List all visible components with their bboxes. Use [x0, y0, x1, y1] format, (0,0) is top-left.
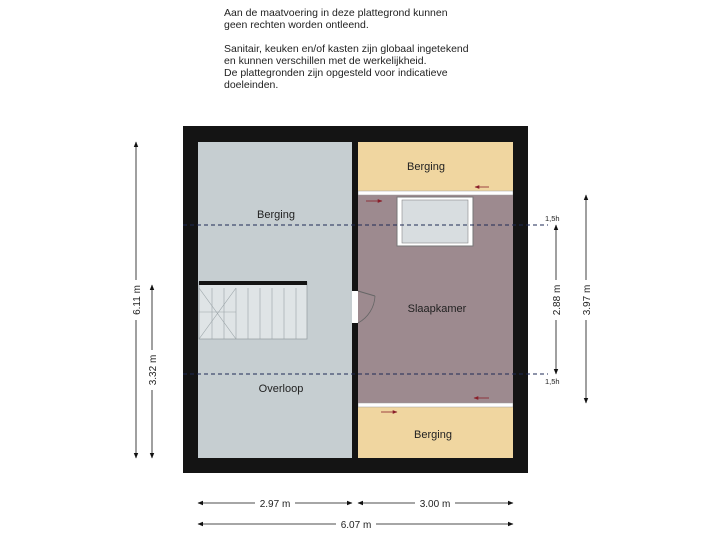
dimension-bedroom-height: 2.88 m — [550, 224, 563, 375]
berging-bottom-floor — [358, 407, 513, 458]
skylight-glass — [401, 199, 469, 244]
dimension-right-height: 3.97 m — [580, 194, 593, 404]
dimension-left-width: 2.97 m — [197, 497, 353, 510]
room-label-overloop: Overloop — [259, 383, 304, 395]
dimension-left-height-label: 3.32 m — [148, 355, 159, 386]
dimension-left-height: 3.32 m — [146, 284, 159, 459]
staircase — [198, 281, 308, 340]
disclaimer-paragraph-1: Aan de maatvoering in deze plattegrond k… — [224, 7, 448, 32]
height-label-bottom: 1,5h — [545, 377, 560, 386]
room-label-berging-bottom: Berging — [414, 429, 452, 441]
door-opening — [352, 291, 358, 323]
room-label-berging-left: Berging — [257, 209, 295, 221]
dimension-total-width: 6.07 m — [197, 518, 514, 531]
height-label-top: 1,5h — [545, 214, 560, 223]
bedroom-door — [357, 290, 376, 324]
berging-top-floor — [358, 142, 513, 192]
dimension-left-width-label: 2.97 m — [260, 499, 291, 510]
kneewall-top — [357, 190, 514, 196]
kneewall-bottom — [357, 402, 514, 408]
disclaimer-paragraph-2: Sanitair, keuken en/of kasten zijn globa… — [224, 42, 469, 92]
disclaimer: Aan de maatvoering in deze plattegrond k… — [224, 7, 524, 103]
room-label-berging-top: Berging — [407, 161, 445, 173]
room-label-slaapkamer: Slaapkamer — [408, 303, 467, 315]
dimension-right-height-label: 3.97 m — [582, 285, 593, 316]
dimension-total-height-label: 6.11 m — [132, 285, 143, 315]
dimension-total-height: 6.11 m — [130, 141, 143, 459]
dimension-right-width-label: 3.00 m — [420, 499, 451, 510]
dimension-total-width-label: 6.07 m — [341, 520, 372, 531]
dimension-right-width: 3.00 m — [357, 497, 514, 510]
center-wall-upper — [352, 142, 358, 291]
dimension-bedroom-height-label: 2.88 m — [552, 285, 563, 316]
center-wall-lower — [352, 323, 358, 458]
